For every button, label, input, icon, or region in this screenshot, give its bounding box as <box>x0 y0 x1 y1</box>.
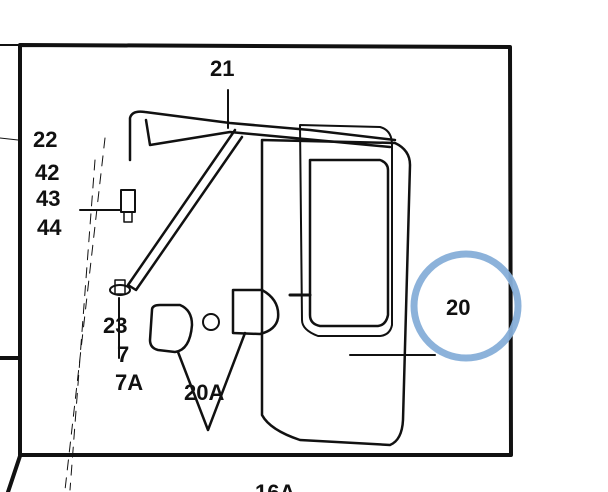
label-44: 44 <box>37 215 62 240</box>
cap-20a-front <box>148 303 194 354</box>
label-21: 21 <box>210 56 234 81</box>
highlight-circle <box>410 250 522 362</box>
mirror-strut <box>126 128 244 292</box>
bolt-23 <box>114 279 126 295</box>
label-16a: 16A <box>255 480 295 492</box>
mirror-frame <box>299 124 393 337</box>
label-43: 43 <box>36 186 60 211</box>
label-20a: 20A <box>184 380 224 405</box>
label-22: 22 <box>33 127 57 152</box>
label-42: 42 <box>35 160 59 185</box>
washer-23 <box>109 284 131 296</box>
door-edge-dashed <box>64 137 106 491</box>
pointer-line <box>0 137 19 141</box>
frame-border <box>18 43 513 457</box>
nut <box>202 313 220 331</box>
label-20: 20 <box>446 295 470 320</box>
mirror-housing <box>260 138 412 447</box>
mirror-arm <box>128 110 397 162</box>
leader-20a <box>176 331 247 432</box>
screw-part-42 <box>120 189 136 213</box>
label-7a: 7A <box>115 370 143 395</box>
cap-20a-rear <box>231 288 280 336</box>
frame-bottom-diagonal <box>6 454 22 492</box>
label-23: 23 <box>103 313 127 338</box>
label-7: 7 <box>117 342 129 367</box>
screw-tip <box>123 211 133 223</box>
mirror-glass <box>308 158 390 328</box>
